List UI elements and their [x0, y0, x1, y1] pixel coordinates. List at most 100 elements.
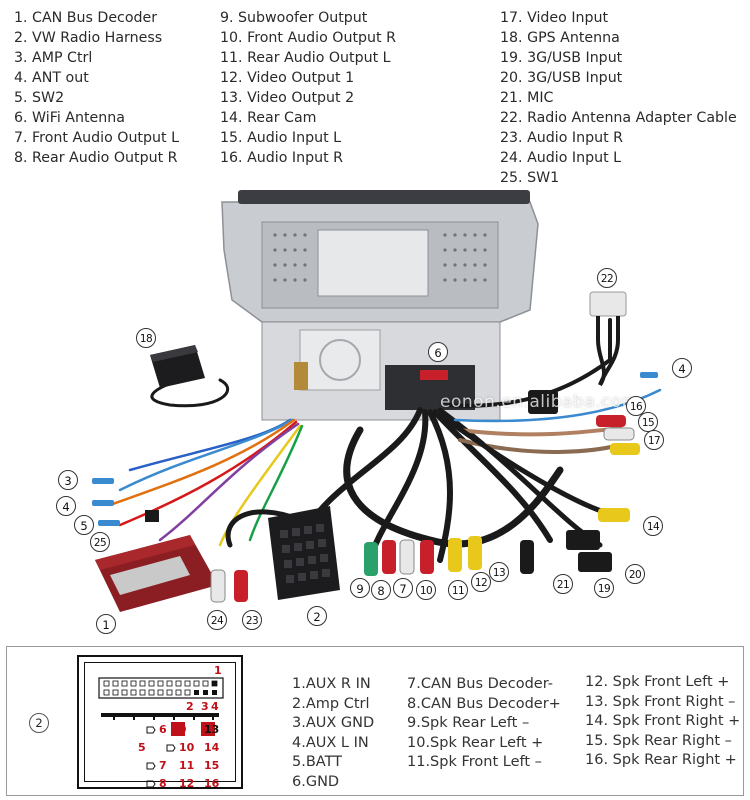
- pin-label: 16: [204, 777, 220, 790]
- pin-item: 2.Amp Ctrl: [292, 695, 370, 712]
- legend-column-2: 9. Subwoofer Output 10. Front Audio Outp…: [220, 8, 396, 168]
- pin-item: 7.CAN Bus Decoder-: [407, 676, 553, 692]
- legend-item: 20. 3G/USB Input: [500, 70, 623, 86]
- callout: 6: [428, 342, 448, 362]
- pin-label: 13: [204, 723, 220, 736]
- callout: 20: [625, 564, 645, 584]
- legend-item: 14. Rear Cam: [220, 110, 317, 126]
- pin-label: 11: [179, 759, 195, 772]
- legend-item: 15. Audio Input L: [220, 130, 342, 146]
- pin-item: 16. Spk Rear Right +: [585, 752, 737, 769]
- legend-item: 3. AMP Ctrl: [14, 50, 93, 66]
- legend-item: 23. Audio Input R: [500, 130, 624, 146]
- callout: 25: [90, 532, 110, 552]
- pin-item: 11.Spk Front Left –: [407, 754, 542, 771]
- pin-label: 6: [159, 723, 167, 736]
- legend-item: 21. MIC: [500, 90, 554, 106]
- pin-label: 1: [214, 664, 222, 677]
- legend-item: 12. Video Output 1: [220, 70, 355, 86]
- pin-label: 14: [204, 741, 220, 754]
- callout: 11: [448, 580, 468, 600]
- pin-item: 5.BATT: [292, 754, 343, 771]
- legend-item: 13. Video Output 2: [220, 90, 355, 106]
- vw-radio-harness: [268, 506, 340, 600]
- callout: 2: [307, 606, 327, 626]
- pin-item: 8.CAN Bus Decoder+: [407, 695, 561, 712]
- gps-antenna: [150, 345, 205, 388]
- pin-label: 12: [179, 777, 195, 790]
- pin-item: 15. Spk Rear Right –: [585, 732, 732, 749]
- legend-item: 10. Front Audio Output R: [220, 30, 396, 46]
- callout: 4: [672, 358, 692, 378]
- callout: 17: [644, 430, 664, 450]
- legend-item: 9. Subwoofer Output: [220, 10, 368, 26]
- pin-list-1: 1.AUX R IN 2.Amp Ctrl 3.AUX GND 4.AUX L …: [292, 675, 374, 793]
- callout: 19: [594, 578, 614, 598]
- panel-callout: 2: [29, 713, 49, 733]
- legend-item: 4. ANT out: [14, 70, 89, 86]
- pin-item: 13. Spk Front Right –: [585, 693, 736, 710]
- pin-item: 14. Spk Front Right +: [585, 713, 741, 730]
- callout: 10: [416, 580, 436, 600]
- callout: 8: [371, 580, 391, 600]
- pin-label: 3: [201, 700, 209, 713]
- pin-item: 3.AUX GND: [292, 715, 375, 732]
- pin-item: 4.AUX L IN: [292, 734, 369, 751]
- legend-item: 6. WiFi Antenna: [14, 110, 125, 126]
- legend-item: 17. Video Input: [500, 10, 609, 26]
- legend-item: 7. Front Audio Output L: [14, 130, 179, 146]
- pin-label: 2: [186, 700, 194, 713]
- head-unit: [221, 190, 539, 421]
- legend-item: 18. GPS Antenna: [500, 30, 620, 46]
- pin-list-2: 7.CAN Bus Decoder- 8.CAN Bus Decoder+ 9.…: [407, 675, 561, 773]
- legend-item: 16. Audio Input R: [220, 150, 344, 166]
- pin-label: 5: [138, 741, 146, 754]
- callout: 21: [553, 574, 573, 594]
- pin-list-3: 12. Spk Front Left + 13. Spk Front Right…: [585, 673, 740, 771]
- rca-connectors: [210, 372, 658, 603]
- pin-label: 10: [179, 741, 195, 754]
- can-bus-decoder: [95, 510, 218, 612]
- callout: 24: [207, 610, 227, 630]
- pin-item: 9.Spk Rear Left –: [407, 715, 530, 732]
- callout: 9: [350, 578, 370, 598]
- legend-column-3: 17. Video Input 18. GPS Antenna 19. 3G/U…: [500, 8, 737, 188]
- callout: 5: [74, 515, 94, 535]
- legend-item: 22. Radio Antenna Adapter Cable: [500, 110, 737, 126]
- pin-item: 12. Spk Front Left +: [585, 674, 730, 690]
- wiring-photo: [92, 190, 662, 612]
- callout: 12: [471, 572, 491, 592]
- callout: 3: [58, 470, 78, 490]
- legend-item: 24. Audio Input L: [500, 150, 622, 166]
- legend-item: 25. SW1: [500, 170, 560, 186]
- pin-item: 6.GND: [292, 773, 340, 790]
- legend-item: 2. VW Radio Harness: [14, 30, 163, 46]
- legend-item: 11. Rear Audio Output L: [220, 50, 391, 66]
- pin-label: 7: [159, 759, 167, 772]
- pin-label: 4: [211, 700, 219, 713]
- connector-drawing: [98, 677, 224, 787]
- legend-item: 19. 3G/USB Input: [500, 50, 623, 66]
- loose-wire-tips: [92, 478, 120, 526]
- callout: 18: [136, 328, 156, 348]
- callout: 4: [56, 496, 76, 516]
- callout: 23: [242, 610, 262, 630]
- callout: 16: [626, 396, 646, 416]
- pin-label: 15: [204, 759, 220, 772]
- pin-label: 9: [179, 723, 187, 736]
- callout: 14: [643, 516, 663, 536]
- callout: 7: [393, 578, 413, 598]
- pin-item: 1.AUX R IN: [292, 676, 371, 692]
- legend-column-1: 1. CAN Bus Decoder 2. VW Radio Harness 3…: [14, 8, 179, 168]
- pin-item: 10.Spk Rear Left +: [407, 734, 544, 751]
- watermark: eonon.en.alibaba.com: [440, 392, 639, 412]
- callout: 13: [489, 562, 509, 582]
- callout: 15: [638, 412, 658, 432]
- connector-outline: [84, 662, 236, 782]
- legend-item: 1. CAN Bus Decoder: [14, 10, 158, 26]
- callout: 22: [597, 268, 617, 288]
- pin-label: 8: [159, 777, 167, 790]
- pinout-panel: 2 1 2 3 4 6: [6, 646, 744, 796]
- callout: 1: [96, 614, 116, 634]
- connector-diagram: 1 2 3 4 6 5 7 8 9 13 10 14 11 15 12 16: [77, 655, 243, 790]
